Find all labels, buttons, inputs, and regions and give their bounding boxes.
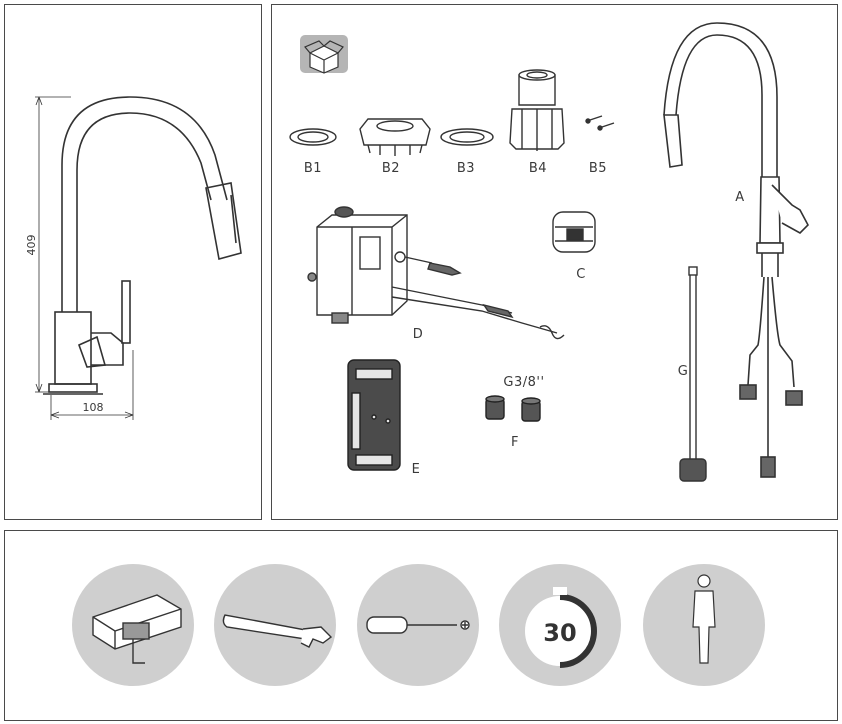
part-d-control-unit bbox=[307, 206, 565, 340]
screwdriver-icon bbox=[357, 564, 479, 686]
label-a: A bbox=[735, 190, 744, 205]
tools-panel: 30 bbox=[4, 530, 838, 721]
label-b1: B1 bbox=[304, 161, 322, 176]
label-f-thread: G3/8'' bbox=[503, 375, 544, 390]
faucet-dimension-drawing: 409 108 bbox=[25, 96, 242, 420]
part-a-faucet bbox=[663, 22, 809, 478]
timer-minutes-label: 30 bbox=[543, 619, 576, 647]
part-c-diverter bbox=[552, 211, 596, 253]
label-f: F bbox=[511, 435, 519, 450]
dimension-drawing-panel: 409 108 bbox=[4, 4, 262, 520]
label-b3: B3 bbox=[457, 161, 475, 176]
part-f-nipples bbox=[485, 395, 541, 422]
wrench-icon bbox=[214, 564, 336, 686]
parts-diagram: B1 B2 B3 B4 B5 bbox=[289, 22, 809, 482]
part-e-mounting-plate bbox=[347, 359, 401, 471]
label-g: G bbox=[678, 364, 689, 379]
part-b5-screws bbox=[585, 115, 615, 131]
label-c: C bbox=[576, 267, 586, 282]
part-b1-washer bbox=[289, 128, 337, 146]
label-e: E bbox=[412, 462, 421, 477]
label-d: D bbox=[413, 327, 424, 342]
width-dimension-label: 108 bbox=[83, 401, 104, 414]
part-b4-fitting bbox=[509, 69, 565, 151]
part-b2-nut bbox=[359, 118, 431, 156]
label-b4: B4 bbox=[529, 161, 547, 176]
part-g-hose bbox=[679, 266, 707, 482]
clamp-icon bbox=[72, 564, 194, 686]
tools-row: 30 bbox=[72, 564, 765, 686]
height-dimension-label: 409 bbox=[25, 235, 38, 256]
timer-icon: 30 bbox=[499, 564, 621, 686]
box-icon bbox=[300, 35, 348, 74]
person-icon bbox=[643, 564, 765, 686]
parts-panel: B1 B2 B3 B4 B5 bbox=[271, 4, 838, 520]
label-b5: B5 bbox=[589, 161, 607, 176]
label-b2: B2 bbox=[382, 161, 400, 176]
part-b3-washer bbox=[440, 128, 494, 146]
